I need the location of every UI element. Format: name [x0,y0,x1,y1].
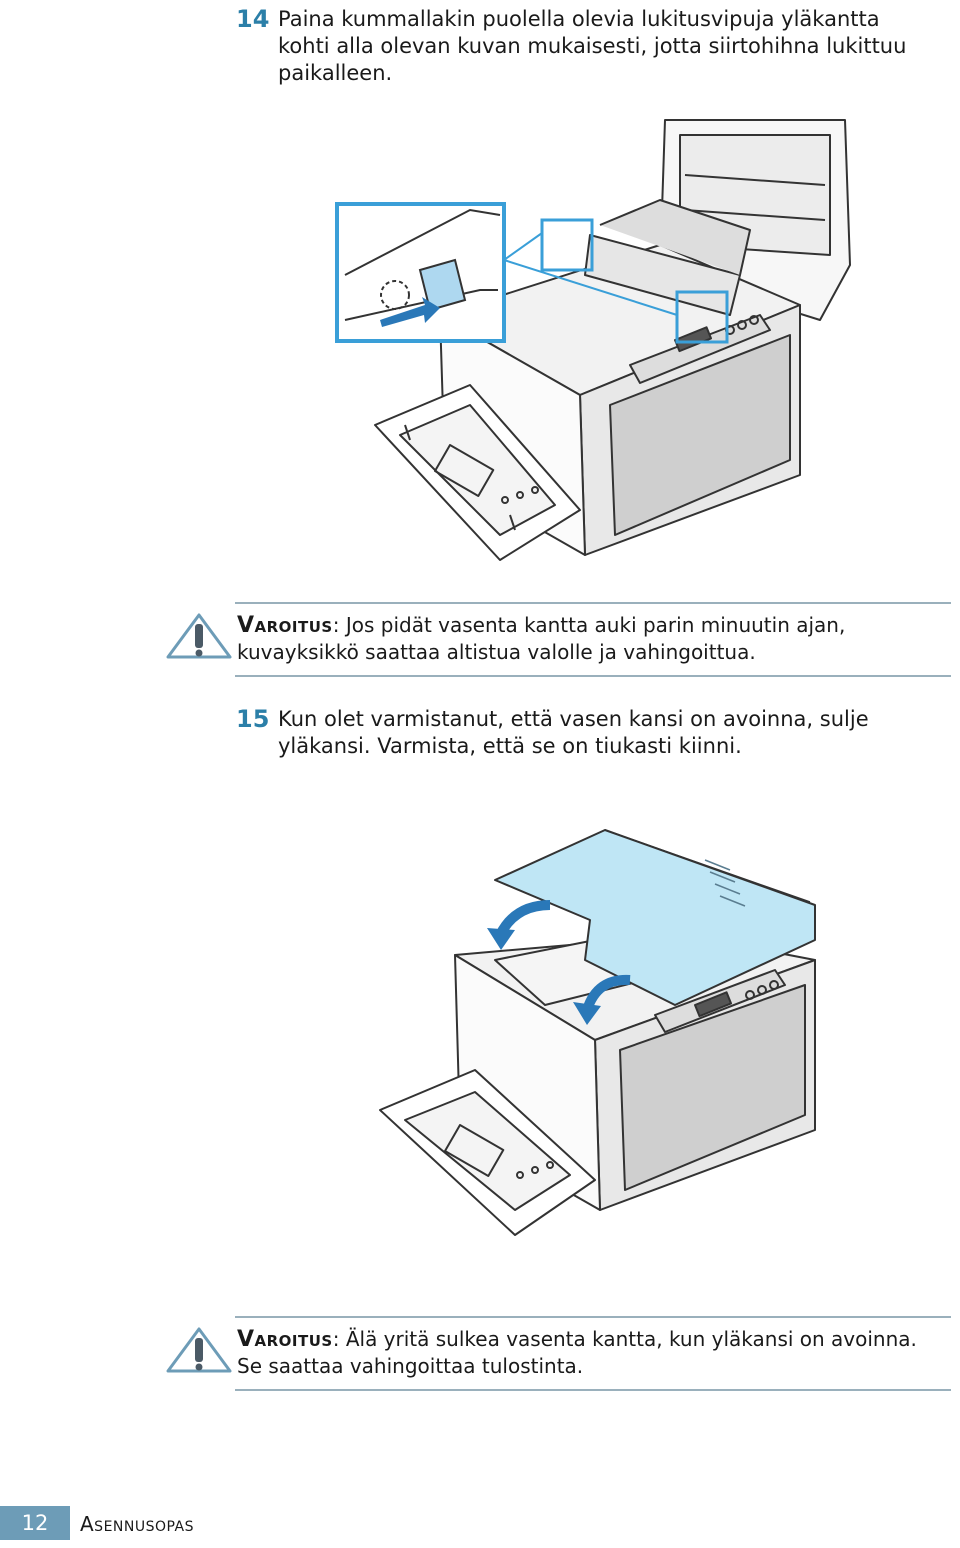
warning-label: Varoitus [237,1327,333,1352]
warning-bottom-rule [235,1389,951,1391]
printer-close-top-cover-illustration [379,829,816,1236]
warning-bottom-rule [235,675,951,677]
warning-message: : Älä yritä sulkea vasenta kantta, kun y… [237,1327,917,1378]
step-text: Paina kummallakin puolella olevia lukitu… [278,7,907,85]
step-text: Kun olet varmistanut, että vasen kansi o… [278,707,869,758]
warning-text: Varoitus: Älä yritä sulkea vasenta kantt… [237,1326,943,1379]
page-number: 12 [0,1506,70,1540]
warning-triangle-icon [166,1327,232,1373]
warning-label: Varoitus [237,613,333,638]
warning-message: : Jos pidät vasenta kantta auki parin mi… [237,613,846,664]
step-14: 14 Paina kummallakin puolella olevia luk… [236,6,936,87]
printer-lock-levers-illustration [335,119,851,561]
warning-box-1: Varoitus: Jos pidät vasenta kantta auki … [165,602,951,677]
warning-top-rule [235,1316,951,1318]
step-15: 15 Kun olet varmistanut, että vasen kans… [236,706,936,760]
section-title: Asennusopas [80,1512,195,1536]
warning-top-rule [235,602,951,604]
warning-text: Varoitus: Jos pidät vasenta kantta auki … [237,612,943,665]
step-number: 15 [236,705,270,733]
warning-box-2: Varoitus: Älä yritä sulkea vasenta kantt… [165,1316,951,1391]
step-number: 14 [236,5,270,33]
warning-triangle-icon [166,613,232,659]
